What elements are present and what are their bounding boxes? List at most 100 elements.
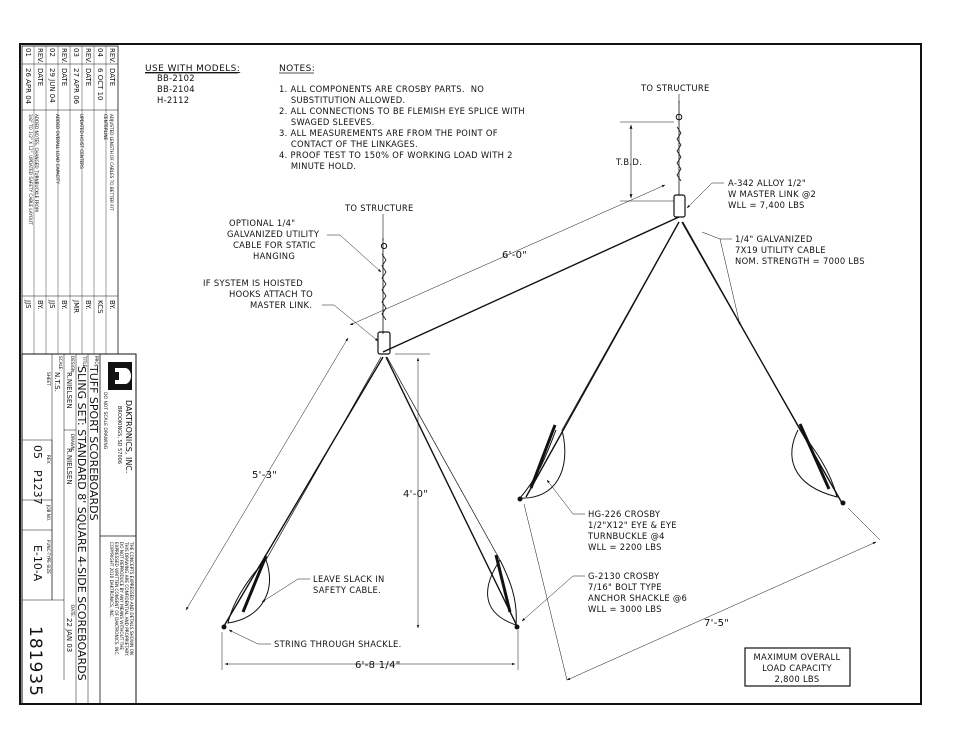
scale-label: SCALE: <box>58 356 63 371</box>
rev-value: 05 <box>31 445 44 459</box>
rev-04-rev-header: REV. <box>108 48 116 63</box>
rev-04-date-header: DATE <box>108 68 116 86</box>
proj-label: PROJ: <box>94 356 99 367</box>
note-line: SUBSTITUTION ALLOWED. <box>279 95 405 105</box>
master-link-callout: W MASTER LINK @2 <box>728 189 816 199</box>
rev-04-desc-a: ADJUSTED LENGTH OF CABLES TO BETTER FIT <box>109 114 114 211</box>
dim-7-5: 7'-5" <box>704 618 729 629</box>
copyright-line-5: COPYRIGHT 2010 DAKTRONICS, INC. <box>109 542 114 618</box>
copyright-line-2: THIS DRAWING ARE CONFIDENTIAL AND PROPRI… <box>124 541 129 656</box>
drawing-number: 181935 <box>25 626 45 697</box>
rev-03-desc: UPDATED HOIST CENTERS <box>79 114 84 169</box>
cable-callout: 1/4" GALVANIZED <box>735 234 813 244</box>
note-line: 1. ALL COMPONENTS ARE CROSBY PARTS. NO <box>279 84 484 94</box>
shackle-callout: WLL = 3000 LBS <box>588 604 662 614</box>
title-label: TITLE: <box>82 355 87 369</box>
revision-block: REV. 04 DATE 6 OCT 10 ADJUSTED LENGTH OF… <box>21 45 136 355</box>
rev-04-rev: 04 <box>96 48 104 57</box>
dim-5-3: 5'-3" <box>252 470 277 481</box>
shackle-callout: 7/16" BOLT TYPE <box>588 582 662 592</box>
rev-01-date-header: DATE <box>36 68 44 86</box>
rev-01-desc-a: ADDED NOTES, CHANGED TURNBUCKLE FROM <box>34 114 39 212</box>
top-eye <box>675 113 683 121</box>
scale-value: N.T.S. <box>53 372 61 392</box>
models-list: USE WITH MODELS: BB-2102 BB-2104 H-2112 <box>145 64 240 105</box>
company-name: DAKTRONICS, INC. <box>124 400 133 473</box>
shackle-callout: G-2130 CROSBY <box>588 571 660 581</box>
notes-block: NOTES: 1. ALL COMPONENTS ARE CROSBY PART… <box>279 64 525 171</box>
job-value: P1237 <box>31 470 44 505</box>
hoisted-callout: IF SYSTEM IS HOISTED <box>203 278 303 288</box>
dimensions: 6'-0" 5'-3" 4'-0" 6'-8 1/4" 7'-5" <box>185 184 881 681</box>
rev-03-date: 27 APR 06 <box>72 68 80 105</box>
optional-cable-callout: HANGING <box>253 251 295 261</box>
master-link-callout: WLL = 7,400 LBS <box>728 200 805 210</box>
dim-6-8: 6'-8 1/4" <box>355 660 401 671</box>
project-name: TUFF SPORT SCOREBOARDS <box>87 365 100 521</box>
shackle-callout: ANCHOR SHACKLE @6 <box>588 593 687 603</box>
leave-slack-callout: SAFETY CABLE. <box>313 585 381 595</box>
rev-02-date-header: DATE <box>60 68 68 86</box>
rev-02-rev-header: REV. <box>60 48 68 63</box>
date-label: DATE: <box>70 605 75 617</box>
rev-01-by-header: BY. <box>36 300 44 310</box>
optional-cable-callout: OPTIONAL 1/4" <box>229 218 295 228</box>
sheet-border <box>19 43 922 705</box>
copyright-line-3: DO NOT REPRODUCE BY ANY MEANS WITHOUT TH… <box>119 542 124 650</box>
do-not-scale-note: DO NOT SCALE DRAWING <box>102 392 108 450</box>
dim-6-0: 6'-0" <box>502 250 527 261</box>
rev-04-date: 6 OCT 10 <box>96 68 104 100</box>
note-line: MINUTE HOLD. <box>279 161 356 171</box>
model-item: BB-2104 <box>157 84 195 94</box>
rev-03-rev-header: REV. <box>84 48 92 63</box>
cable-callout: NOM. STRENGTH = 7000 LBS <box>735 256 865 266</box>
master-link <box>377 331 391 355</box>
company-logo <box>108 362 132 390</box>
turnbuckle-callout: WLL = 2200 LBS <box>588 542 662 552</box>
turnbuckle-callout: 1/2"X12" EYE & EYE <box>588 520 677 530</box>
note-line: 4. PROOF TEST TO 150% OF WORKING LOAD WI… <box>279 150 513 160</box>
turnbuckle-callout: HG-226 CROSBY <box>588 509 661 519</box>
rev-04-by-header: BY. <box>108 300 116 310</box>
string-through-callout: STRING THROUGH SHACKLE. <box>274 639 402 649</box>
models-header: USE WITH MODELS: <box>145 64 240 74</box>
rev-01-rev: 01 <box>24 48 32 57</box>
capacity-line: LOAD CAPACITY <box>762 663 832 673</box>
design-value: R.NIELSEN <box>65 372 73 409</box>
rev-01-date: 26 APR 04 <box>24 68 32 105</box>
drawn-label: DRAWN: <box>70 434 75 451</box>
copyright-line-4: EXPRESSED WRITTEN CONSENT OF DAKTRONICS,… <box>114 542 119 656</box>
capacity-line: 2,800 LBS <box>775 674 820 684</box>
drawing-title: SLING SET: STANDARD 8' SQUARE 4-SIDE SCO… <box>75 366 88 681</box>
rev-02-rev: 02 <box>48 48 56 57</box>
load-capacity-box: MAXIMUM OVERALL LOAD CAPACITY 2,800 LBS <box>744 647 851 687</box>
job-label: JOB NO. <box>46 504 51 521</box>
rev-02-by-header: BY. <box>60 300 68 310</box>
rev-01-rev-header: REV. <box>36 48 44 63</box>
rev-04-by: KCS <box>96 300 104 314</box>
title-block: DAKTRONICS, INC. BROOKINGS, SD 57006 DO … <box>21 353 137 705</box>
rev-04-desc-b: CENTERLINE <box>103 114 108 141</box>
date-value: 22 JAN 03 <box>65 618 73 652</box>
rev-02-by: JJS <box>48 299 56 309</box>
company-city: BROOKINGS, SD 57006 <box>116 406 122 464</box>
top-eye <box>380 242 388 250</box>
right-sling <box>517 101 846 506</box>
rev-01-by: JJS <box>24 299 32 309</box>
capacity-line: MAXIMUM OVERALL <box>754 652 841 662</box>
model-item: H-2112 <box>157 95 189 105</box>
note-line: 2. ALL CONNECTIONS TO BE FLEMISH EYE SPL… <box>279 106 525 116</box>
note-line: SWAGED SLEEVES. <box>279 117 375 127</box>
rev-02-date: 29 JUN 04 <box>48 68 56 103</box>
callouts: TO STRUCTURE TO STRUCTURE T.B.D. A-342 A… <box>203 83 865 649</box>
hoisted-callout: MASTER LINK. <box>250 300 312 310</box>
tbd-label: T.B.D. <box>615 157 642 167</box>
cable-callout: 7X19 UTILITY CABLE <box>735 245 826 255</box>
rev-03-date-header: DATE <box>84 68 92 86</box>
notes-header: NOTES: <box>279 64 315 74</box>
copyright-line-1: THE CONCEPTS EXPRESSED AND DETAILS SHOWN… <box>129 541 134 655</box>
model-item: BB-2102 <box>157 73 195 83</box>
sheet-label: SHEET <box>46 372 51 386</box>
rev-03-by: JMR <box>72 299 80 313</box>
rev-02-desc: ADDED OVERALL LOAD CAPACITY <box>55 114 60 184</box>
